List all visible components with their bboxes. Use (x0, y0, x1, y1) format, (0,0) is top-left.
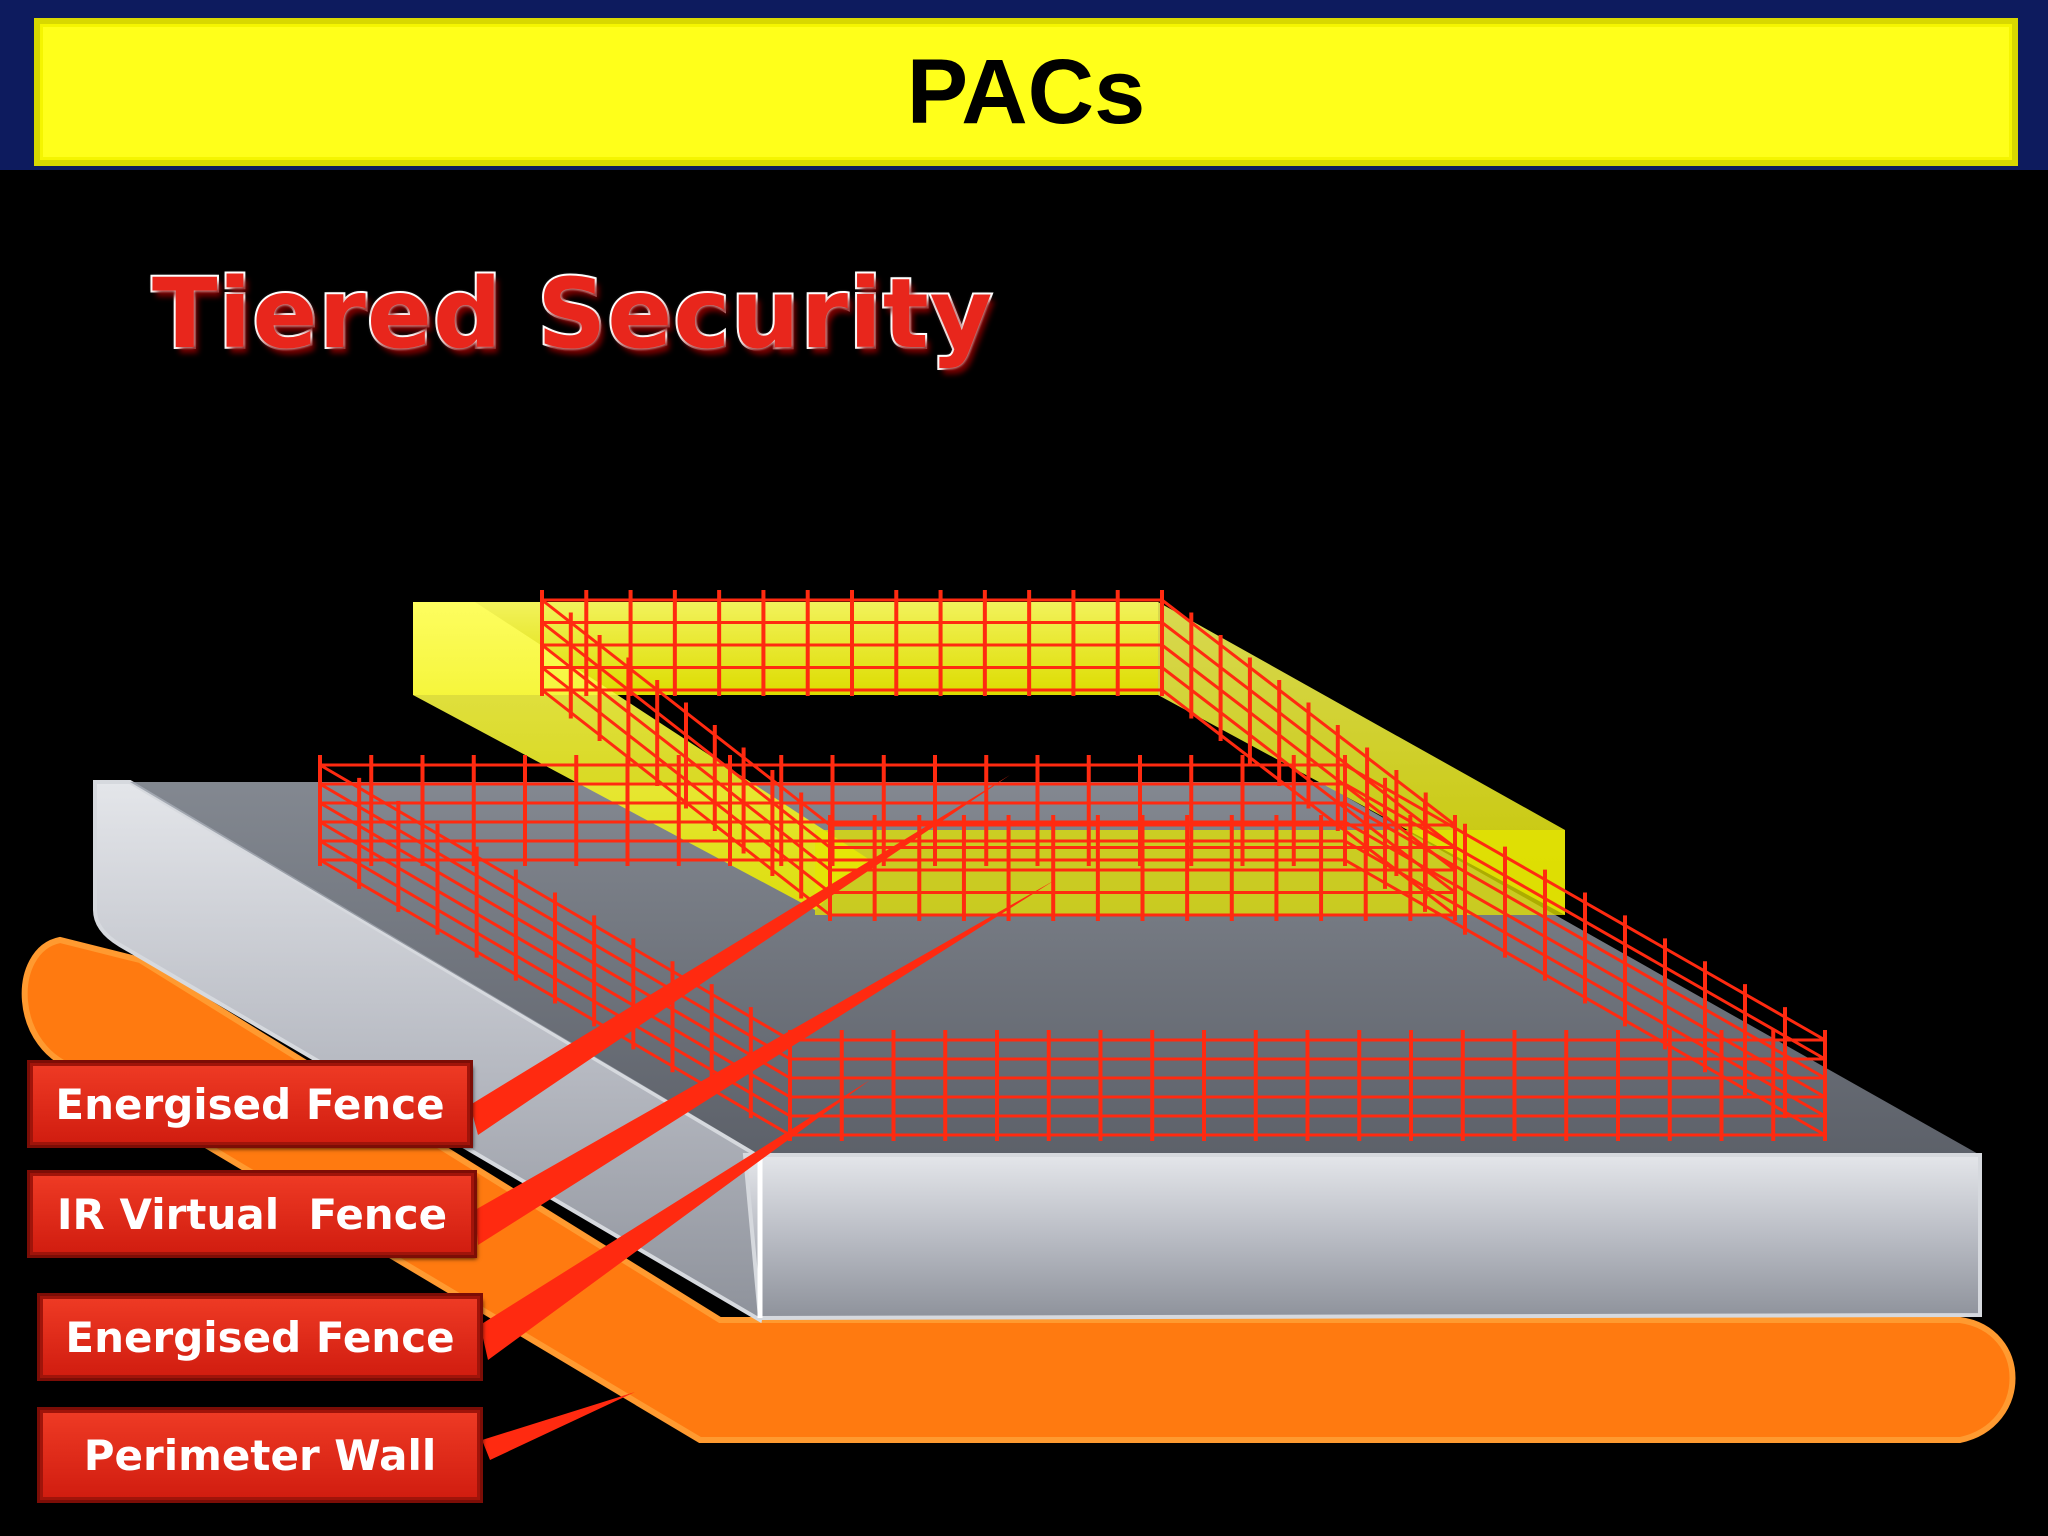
title-bar: PACs (34, 18, 2018, 166)
fence-group (318, 590, 1827, 1141)
label-energised-fence-outer: Energised Fence (40, 1296, 480, 1378)
pointer-perimeter-wall (482, 1392, 635, 1460)
label-perimeter-wall: Perimeter Wall (40, 1410, 480, 1500)
diagram-stage: Tiered Security Energised Fence IR Virtu… (0, 170, 2048, 1536)
diagram-heading: Tiered Security (150, 256, 994, 372)
tiered-security-diagram (21, 590, 2016, 1460)
perimeter-wall-front (742, 1153, 1982, 1321)
pointer-energised-fence-outer (480, 1080, 870, 1360)
pointer-energised-fence-inner (470, 775, 1010, 1135)
label-ir-virtual-fence: IR Virtual Fence (30, 1173, 474, 1255)
label-energised-fence-inner: Energised Fence (30, 1063, 470, 1145)
pointer-ir-virtual-fence (475, 880, 1055, 1245)
slide-title: PACs (906, 40, 1146, 143)
perimeter-wall-top (130, 782, 1980, 1155)
